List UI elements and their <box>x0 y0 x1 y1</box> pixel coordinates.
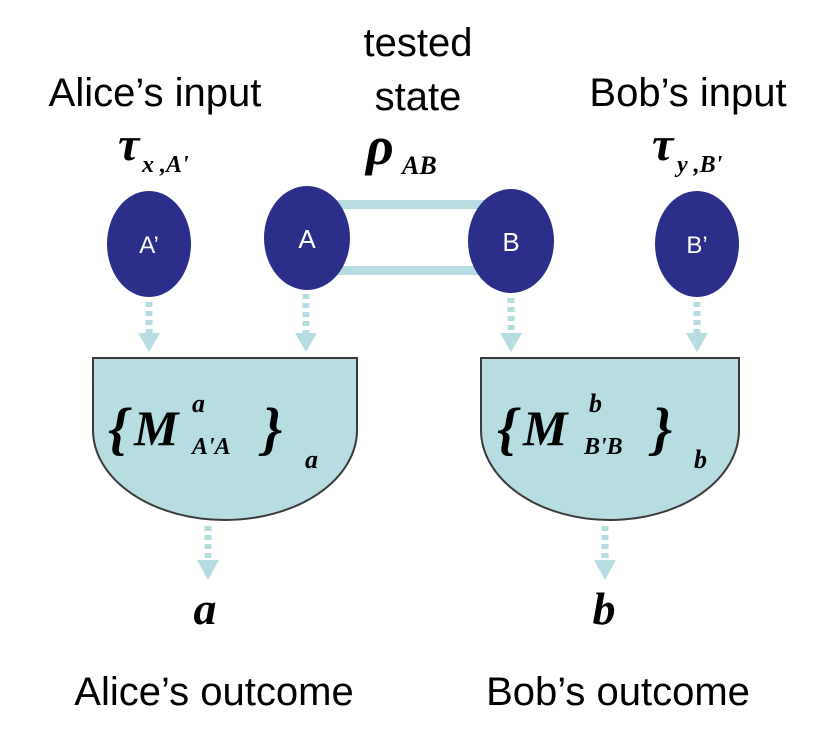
alice-input-symbol: τ x ,A' <box>118 118 189 178</box>
bob-input-label: Bob’s input <box>589 71 786 115</box>
bob-outcome-label: Bob’s outcome <box>486 670 750 714</box>
bob-tau: τ <box>652 118 675 171</box>
bob-M: M <box>522 400 569 456</box>
alice-input-label: Alice’s input <box>49 71 262 115</box>
alice-M: M <box>133 400 180 456</box>
bob-tau-subscript: y ,B' <box>674 152 723 178</box>
arrow-b-to-box <box>500 298 522 352</box>
arrow-b-prime-to-box <box>686 302 708 352</box>
node-b-label: B <box>502 227 519 257</box>
node-a: A <box>264 186 350 290</box>
alice-tau: τ <box>118 118 141 171</box>
bob-input-symbol: τ y ,B' <box>652 118 723 178</box>
alice-brace-open: { <box>108 396 132 461</box>
alice-tau-subscript: x ,A' <box>141 152 189 178</box>
alice-outcome-label: Alice’s outcome <box>74 670 353 714</box>
bob-set-index: b <box>694 445 707 474</box>
bob-brace-open: { <box>497 396 521 461</box>
arrow-bob-outcome <box>594 526 616 580</box>
node-b-prime: B’ <box>655 191 739 297</box>
entanglement-link <box>335 200 485 275</box>
node-a-label: A <box>298 224 316 254</box>
tested-state-symbol: ρ AB <box>364 116 437 180</box>
link-bottom-bar <box>335 266 485 275</box>
arrow-alice-outcome <box>197 526 219 580</box>
tested-state-label-line1: tested <box>364 21 473 65</box>
node-a-prime-label: A’ <box>139 232 159 259</box>
alice-set-index: a <box>305 445 318 474</box>
rho-subscript: AB <box>400 151 437 180</box>
alice-M-superscript: a <box>192 389 205 418</box>
bob-outcome-symbol: b <box>593 583 616 634</box>
arrow-a-to-box <box>295 294 317 352</box>
arrow-a-prime-to-box <box>138 302 160 352</box>
bob-measurement-box: { M b B'B } b <box>480 357 740 521</box>
alice-M-subscript: A'A <box>190 434 231 460</box>
tested-state-label-line2: state <box>375 75 462 119</box>
alice-measurement-box: { M a A'A } a <box>92 357 358 521</box>
node-b-prime-label: B’ <box>686 232 707 259</box>
bob-M-superscript: b <box>589 389 602 418</box>
rho: ρ <box>364 116 394 176</box>
node-a-prime: A’ <box>107 191 191 297</box>
bob-M-subscript: B'B <box>583 434 623 460</box>
link-top-bar <box>335 200 485 209</box>
bob-brace-close: } <box>648 396 672 461</box>
alice-brace-close: } <box>258 396 282 461</box>
node-b: B <box>468 189 554 293</box>
alice-outcome-symbol: a <box>194 583 217 634</box>
